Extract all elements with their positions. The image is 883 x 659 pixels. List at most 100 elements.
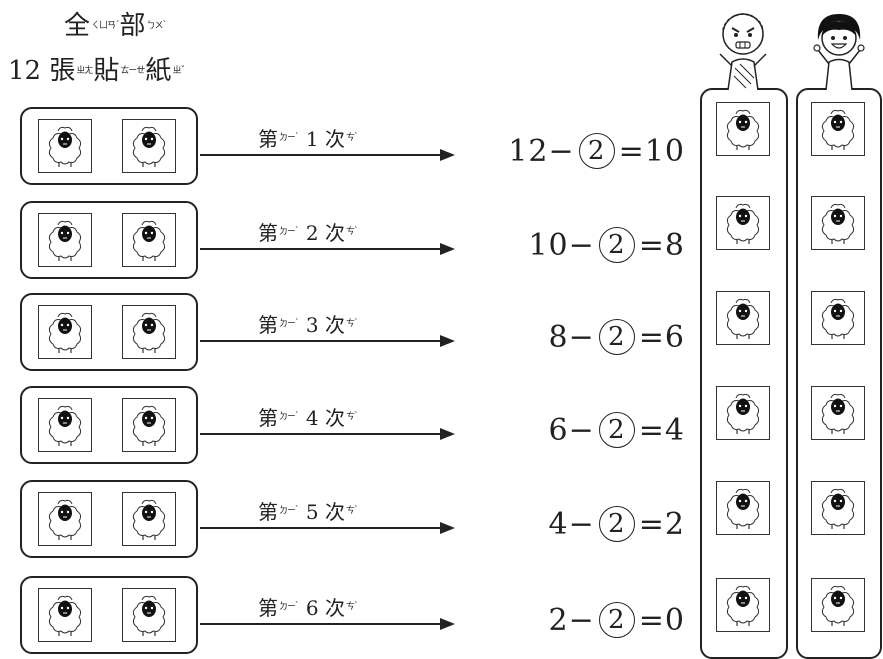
zhuyin: ㄘˋ — [345, 506, 358, 516]
equation: 2−2=0 — [549, 602, 685, 638]
arrow — [200, 149, 455, 161]
step-prefix: 第 — [258, 127, 278, 151]
equation-result: 2 — [664, 506, 685, 542]
sheep-sticker-icon — [38, 119, 92, 173]
minus-sign: − — [568, 602, 595, 638]
arrow — [200, 522, 455, 534]
title-line-2: 12 張ㄓㄤ貼ㄊㄧㄝ紙ㄓˇ — [8, 58, 185, 84]
equation-result: 4 — [664, 412, 685, 448]
zhuyin: ㄉㄧˋ — [279, 227, 299, 237]
minus-sign: − — [568, 227, 595, 263]
sheep-sticker-icon — [716, 578, 770, 632]
zhuyin: ㄘˋ — [345, 227, 358, 237]
equals-sign: = — [638, 506, 665, 542]
equals-sign: = — [638, 227, 665, 263]
zhuyin: ㄊㄧㄝ — [120, 66, 145, 76]
equation-start: 12 — [508, 133, 549, 169]
step-suffix: 次 — [324, 596, 345, 620]
sheep-sticker-icon — [811, 481, 865, 535]
step-label: 第ㄉㄧˋ 1 次ㄘˋ — [258, 123, 358, 152]
step-suffix: 次 — [324, 406, 345, 430]
arrow — [200, 618, 455, 630]
zhuyin: ㄑㄩㄢˊ — [91, 21, 119, 31]
equation: 10−2=8 — [528, 227, 685, 263]
title-line-1: 全ㄑㄩㄢˊ部ㄅㄨˋ — [64, 13, 167, 39]
equation-start: 4 — [548, 506, 569, 542]
title-char: 張 — [49, 56, 76, 86]
arrow — [200, 243, 455, 255]
sheep-sticker-icon — [122, 213, 176, 267]
boy-sticker-column — [700, 88, 788, 659]
sheep-sticker-icon — [122, 305, 176, 359]
sheep-sticker-icon — [122, 398, 176, 452]
sheep-sticker-icon — [38, 588, 92, 642]
equation-start: 8 — [548, 319, 569, 355]
equation-result: 8 — [664, 227, 685, 263]
step-prefix: 第 — [258, 221, 278, 245]
sheep-sticker-icon — [811, 386, 865, 440]
zhuyin: ㄘˋ — [345, 412, 358, 422]
step-number: 2 — [305, 221, 319, 245]
sticker-group-1 — [20, 107, 198, 185]
step-suffix: 次 — [324, 127, 345, 151]
equation-start: 2 — [548, 602, 569, 638]
minus-sign: − — [568, 412, 595, 448]
minus-sign: − — [568, 506, 595, 542]
step-label: 第ㄉㄧˋ 4 次ㄘˋ — [258, 402, 358, 431]
minus-sign: − — [568, 319, 595, 355]
step-prefix: 第 — [258, 500, 278, 524]
sheep-sticker-icon — [716, 481, 770, 535]
sheep-sticker-icon — [716, 196, 770, 250]
zhuyin: ㄉㄧˋ — [279, 133, 299, 143]
sheep-sticker-icon — [811, 578, 865, 632]
sheep-sticker-icon — [38, 213, 92, 267]
sheep-sticker-icon — [716, 291, 770, 345]
taken-amount: 2 — [598, 602, 635, 638]
taken-amount: 2 — [598, 319, 635, 355]
sticker-group-3 — [20, 293, 198, 371]
girl-sticker-column — [796, 88, 882, 659]
zhuyin: ㄉㄧˋ — [279, 602, 299, 612]
zhuyin: ㄘˋ — [345, 133, 358, 143]
equation-result: 10 — [644, 133, 685, 169]
zhuyin: ㄉㄧˋ — [279, 506, 299, 516]
arrow — [200, 335, 455, 347]
step-suffix: 次 — [324, 221, 345, 245]
step-suffix: 次 — [324, 500, 345, 524]
sheep-sticker-icon — [38, 398, 92, 452]
angry-boy-icon — [719, 13, 767, 90]
zhuyin: ㄉㄧˋ — [279, 412, 299, 422]
minus-sign: − — [548, 133, 575, 169]
taken-amount: 2 — [578, 133, 615, 169]
step-label: 第ㄉㄧˋ 5 次ㄘˋ — [258, 496, 358, 525]
zhuyin: ㄘˋ — [345, 319, 358, 329]
sheep-sticker-icon — [122, 492, 176, 546]
zhuyin: ㄓㄤ — [76, 66, 93, 76]
zhuyin: ㄓˇ — [172, 66, 184, 76]
title-char: 紙 — [145, 56, 172, 86]
equals-sign: = — [638, 319, 665, 355]
sheep-sticker-icon — [38, 305, 92, 359]
sheep-sticker-icon — [716, 386, 770, 440]
equation-result: 6 — [664, 319, 685, 355]
step-number: 5 — [305, 500, 319, 524]
arrow — [200, 428, 455, 440]
step-number: 4 — [305, 406, 319, 430]
step-label: 第ㄉㄧˋ 2 次ㄘˋ — [258, 217, 358, 246]
zhuyin: ㄅㄨˋ — [146, 21, 167, 31]
equation: 4−2=2 — [549, 506, 685, 542]
sticker-group-6 — [20, 576, 198, 654]
step-number: 3 — [305, 313, 319, 337]
sheep-sticker-icon — [122, 119, 176, 173]
equals-sign: = — [618, 133, 645, 169]
step-prefix: 第 — [258, 596, 278, 620]
equation: 6−2=4 — [549, 412, 685, 448]
sheep-sticker-icon — [811, 291, 865, 345]
sheep-sticker-icon — [811, 102, 865, 156]
sticker-group-2 — [20, 201, 198, 279]
step-label: 第ㄉㄧˋ 3 次ㄘˋ — [258, 309, 358, 338]
taken-amount: 2 — [598, 412, 635, 448]
title-char: 全 — [64, 11, 91, 41]
equation-start: 10 — [528, 227, 569, 263]
